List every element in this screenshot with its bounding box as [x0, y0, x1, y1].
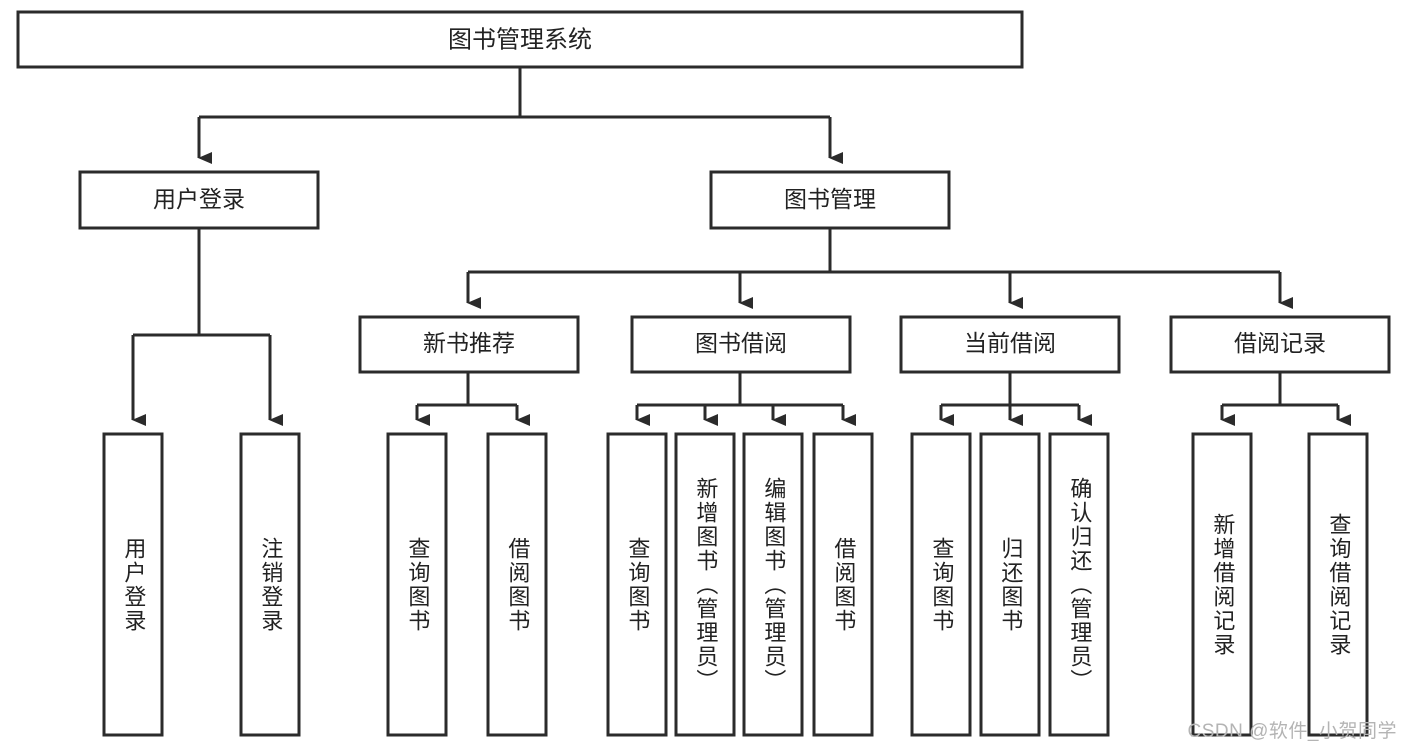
node-layer: 图书管理系统 用户登录 图书管理 新书推荐 图书借阅 当前 — [16, 10, 1391, 737]
node-bookmgmt[interactable]: 图书管理 — [709, 170, 951, 230]
node-login-label: 用户登录 — [153, 186, 245, 212]
node-current-label: 当前借阅 — [964, 330, 1056, 356]
node-leaf-12-box[interactable] — [1191, 432, 1253, 737]
node-bookmgmt-label: 图书管理 — [784, 186, 876, 212]
node-newbook-box[interactable] — [358, 315, 580, 374]
node-root-label: 图书管理系统 — [448, 26, 592, 53]
node-leaf-3-box[interactable] — [386, 432, 448, 737]
node-newbook[interactable]: 新书推荐 — [358, 315, 580, 374]
node-leaf-8-box[interactable] — [812, 432, 874, 737]
node-leaf-5-box[interactable] — [606, 432, 668, 737]
node-borrow-box[interactable] — [630, 315, 852, 374]
node-leaf-6-box[interactable] — [674, 432, 736, 737]
node-leaf-2-box[interactable] — [239, 432, 301, 737]
node-borrow[interactable]: 图书借阅 — [630, 315, 852, 374]
node-root-box[interactable] — [16, 10, 1024, 69]
node-root[interactable]: 图书管理系统 — [16, 10, 1024, 69]
node-record-label: 借阅记录 — [1234, 330, 1326, 356]
node-leaf-10-box[interactable] — [979, 432, 1041, 737]
node-leaf-11-box[interactable] — [1048, 432, 1110, 737]
node-login[interactable]: 用户登录 — [78, 170, 320, 230]
node-leaf-4-box[interactable] — [486, 432, 548, 737]
node-leaf-9-box[interactable] — [910, 432, 972, 737]
node-current[interactable]: 当前借阅 — [899, 315, 1121, 374]
node-record[interactable]: 借阅记录 — [1169, 315, 1391, 374]
node-borrow-label: 图书借阅 — [695, 330, 787, 356]
node-leaf-7-box[interactable] — [742, 432, 804, 737]
node-leaf-13-box[interactable] — [1307, 432, 1369, 737]
node-current-box[interactable] — [899, 315, 1121, 374]
node-newbook-label: 新书推荐 — [423, 330, 515, 356]
connector-layer — [131, 67, 1351, 426]
node-record-box[interactable] — [1169, 315, 1391, 374]
leaf-node-layer — [102, 432, 1369, 737]
node-bookmgmt-box[interactable] — [709, 170, 951, 230]
node-login-box[interactable] — [78, 170, 320, 230]
node-leaf-1-box[interactable] — [102, 432, 164, 737]
